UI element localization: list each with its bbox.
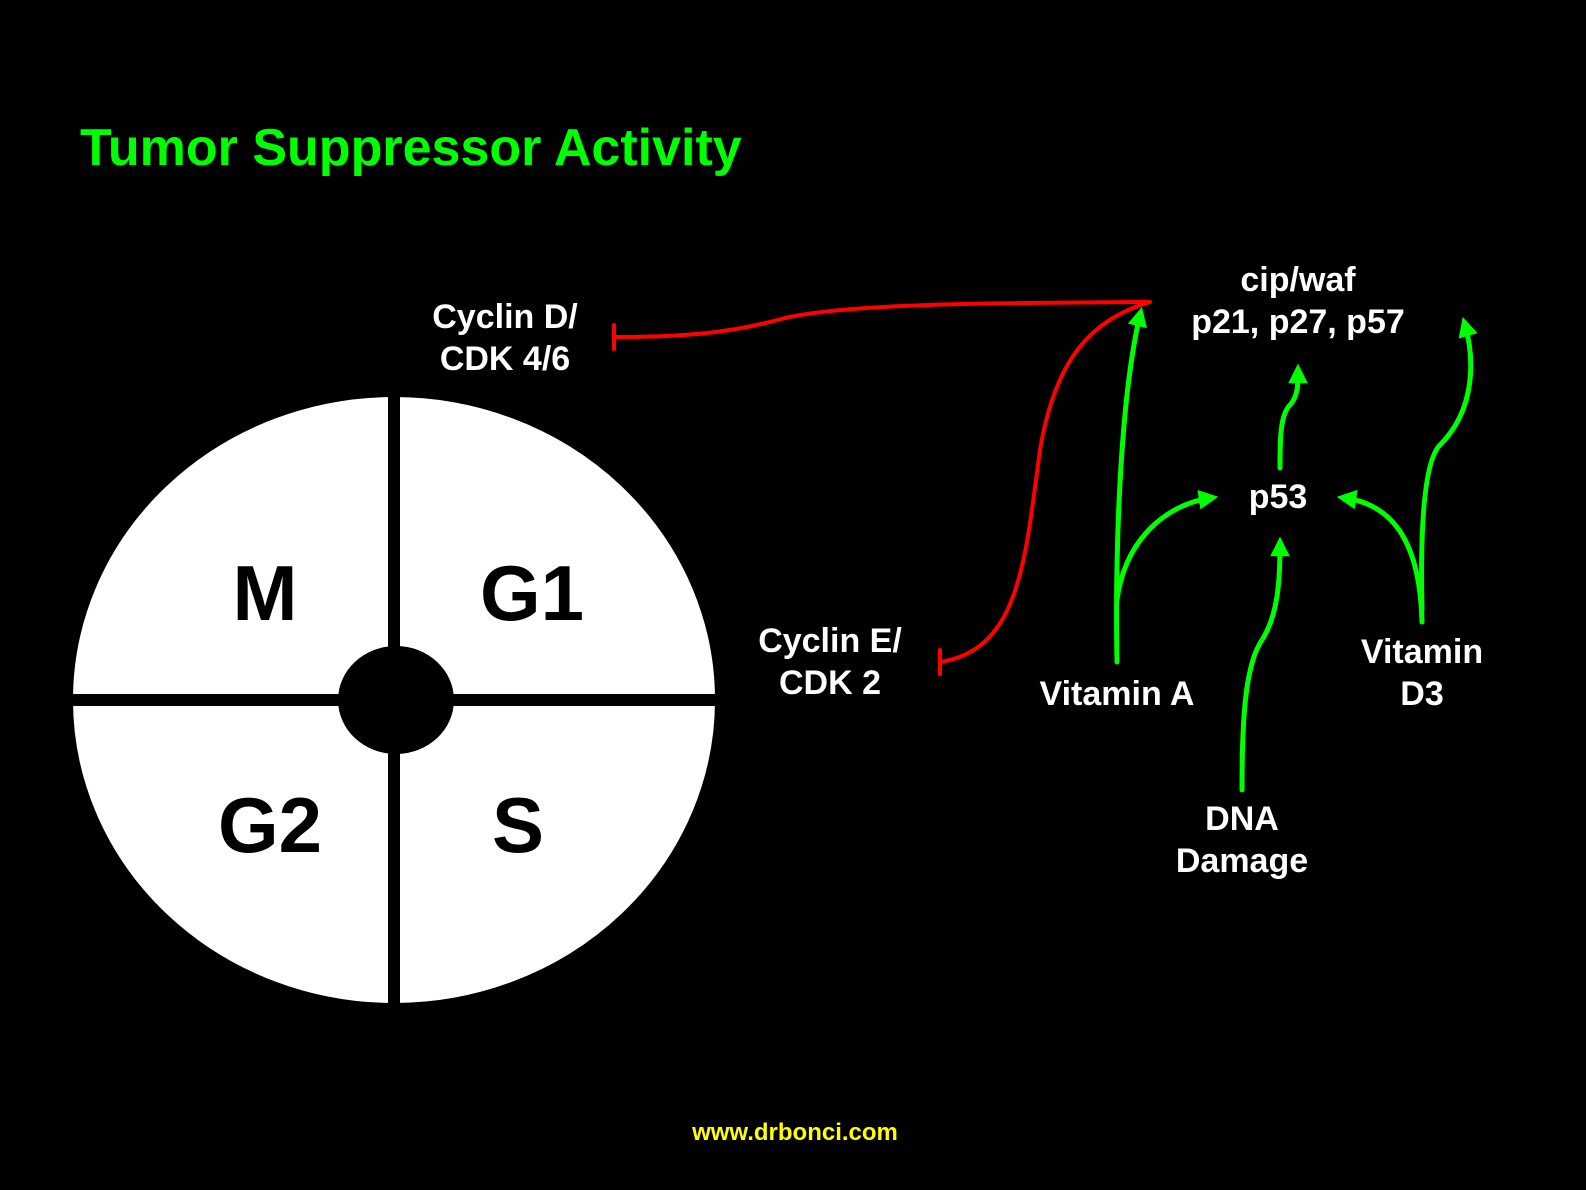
dna-damage-label-line2: Damage — [1176, 842, 1308, 880]
activation-edge-vitamin-a-to-cip-waf — [1114, 306, 1147, 665]
page-title: Tumor Suppressor Activity — [80, 119, 742, 177]
cyclin-d-label-line2: CDK 4/6 — [440, 340, 570, 378]
cyclin-e-label-line2: CDK 2 — [779, 664, 881, 702]
node-cip-waf: cip/waf p21, p27, p57 — [1191, 261, 1405, 341]
vitamin-d3-label-line2: D3 — [1400, 675, 1443, 713]
activation-edge-vitamin-a-to-p53 — [1114, 490, 1219, 603]
cyclin-d-label-line1: Cyclin D/ — [432, 298, 578, 336]
dna-damage-label-line1: DNA — [1205, 800, 1279, 838]
node-dna-damage: DNA Damage — [1176, 800, 1308, 880]
activation-edges — [1114, 306, 1478, 793]
node-cyclin-e: Cyclin E/ CDK 2 — [758, 622, 902, 702]
cell-cycle-wheel: M G1 G2 S — [64, 390, 724, 1010]
cycle-center-hub — [338, 646, 454, 754]
vitamin-d3-label-line1: Vitamin — [1361, 633, 1483, 671]
phase-g1-label: G1 — [480, 549, 584, 637]
phase-m-label: M — [233, 549, 298, 637]
inhibition-edge-cyclin-d — [612, 300, 1152, 339]
node-vitamin-a: Vitamin A — [1040, 675, 1195, 713]
inhibition-edges — [612, 300, 1152, 676]
activation-edge-vitamin-d3-to-cip-waf — [1419, 316, 1478, 613]
node-p53: p53 — [1249, 478, 1308, 516]
node-cyclin-d: Cyclin D/ CDK 4/6 — [432, 298, 578, 378]
footer-url: www.drbonci.com — [691, 1119, 898, 1146]
p53-label: p53 — [1249, 478, 1308, 516]
cyclin-e-label-line1: Cyclin E/ — [758, 622, 902, 660]
activation-edge-p53-to-cip-waf — [1277, 363, 1308, 471]
cip-waf-label-line2: p21, p27, p57 — [1191, 303, 1405, 341]
node-vitamin-d3: Vitamin D3 — [1361, 633, 1483, 713]
cip-waf-label-line1: cip/waf — [1240, 261, 1356, 299]
activation-edge-dna-damage-to-p53 — [1239, 536, 1290, 793]
vitamin-a-label: Vitamin A — [1040, 675, 1195, 713]
phase-g2-label: G2 — [218, 781, 322, 869]
inhibition-edge-cyclin-e — [938, 300, 1152, 664]
phase-s-label: S — [492, 781, 544, 869]
